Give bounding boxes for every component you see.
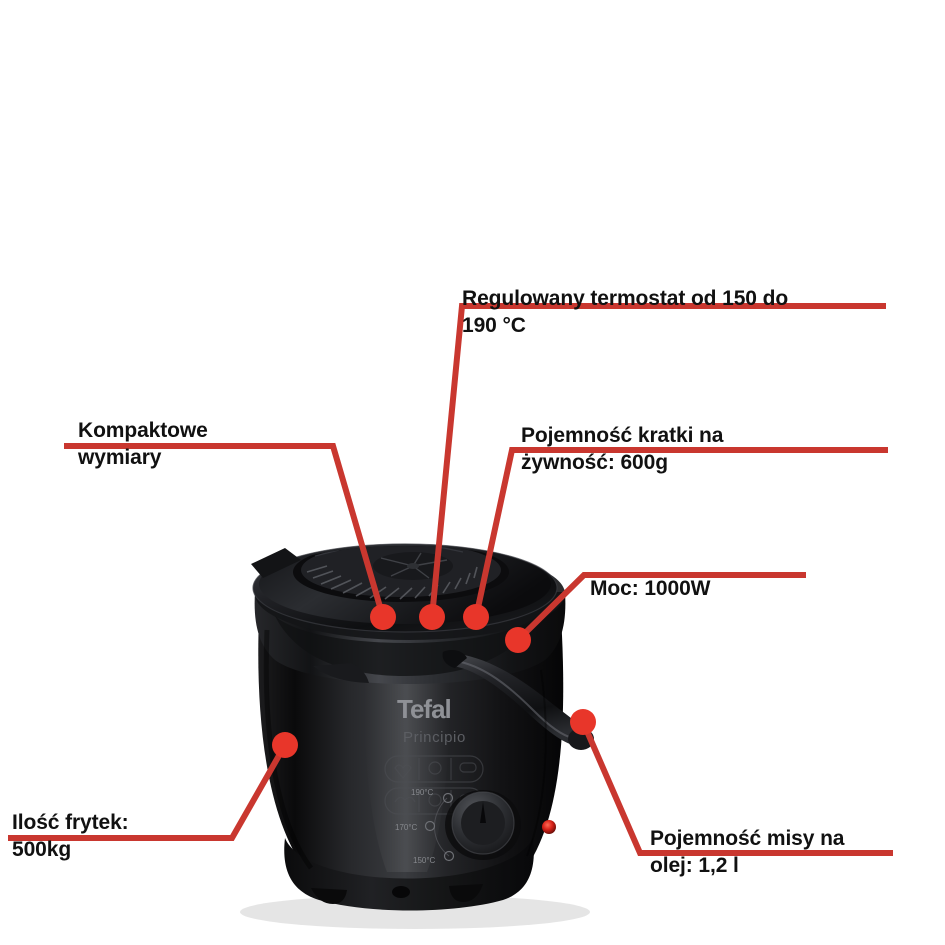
- annotation-oil-capacity-line1: Pojemność misy na: [650, 827, 845, 850]
- annotation-fries-amount-label: Ilość frytek: 500kg: [12, 782, 252, 890]
- temperature-dial: 190°C 170°C 150°C: [395, 788, 521, 865]
- dial-mark-170: 170°C: [395, 823, 418, 832]
- annotation-oil-capacity-line2: olej: 1,2 l: [650, 854, 739, 877]
- annotation-basket-capacity-label: Pojemność kratki na żywność: 600g: [521, 395, 821, 503]
- annotation-dimensions-line1: Kompaktowe: [78, 419, 208, 442]
- dial-mark-150: 150°C: [413, 856, 436, 865]
- annotation-thermostat-label: Regulowany termostat od 150 do 190 °C: [462, 258, 862, 366]
- fryer-foot: [392, 886, 410, 898]
- annotation-dimensions-line2: wymiary: [78, 446, 162, 469]
- fryer-foot: [449, 884, 483, 902]
- model-wordmark: Principio: [403, 729, 466, 746]
- product-image-tefal-principio-fryer: Tefal Principio: [215, 520, 635, 935]
- annotation-power-line1: Moc: 1000W: [590, 577, 711, 600]
- lid-latch: [313, 663, 369, 683]
- annotation-power-label: Moc: 1000W: [590, 548, 850, 602]
- dial-mark-190: 190°C: [411, 788, 434, 797]
- annotation-basket-capacity-line2: żywność: 600g: [521, 451, 668, 474]
- annotation-dimensions-label: Kompaktowe wymiary: [78, 390, 338, 498]
- annotation-fries-amount-line1: Ilość frytek:: [12, 811, 129, 834]
- brand-wordmark: Tefal: [397, 694, 451, 724]
- annotation-thermostat-line2: 190 °C: [462, 314, 526, 337]
- annotation-fries-amount-line2: 500kg: [12, 838, 72, 861]
- annotation-oil-capacity-label: Pojemność misy na olej: 1,2 l: [650, 798, 930, 906]
- fryer-foot: [311, 888, 347, 904]
- annotation-basket-capacity-line1: Pojemność kratki na: [521, 424, 724, 447]
- power-indicator-light: [542, 820, 556, 834]
- annotation-thermostat-line1: Regulowany termostat od 150 do: [462, 287, 789, 310]
